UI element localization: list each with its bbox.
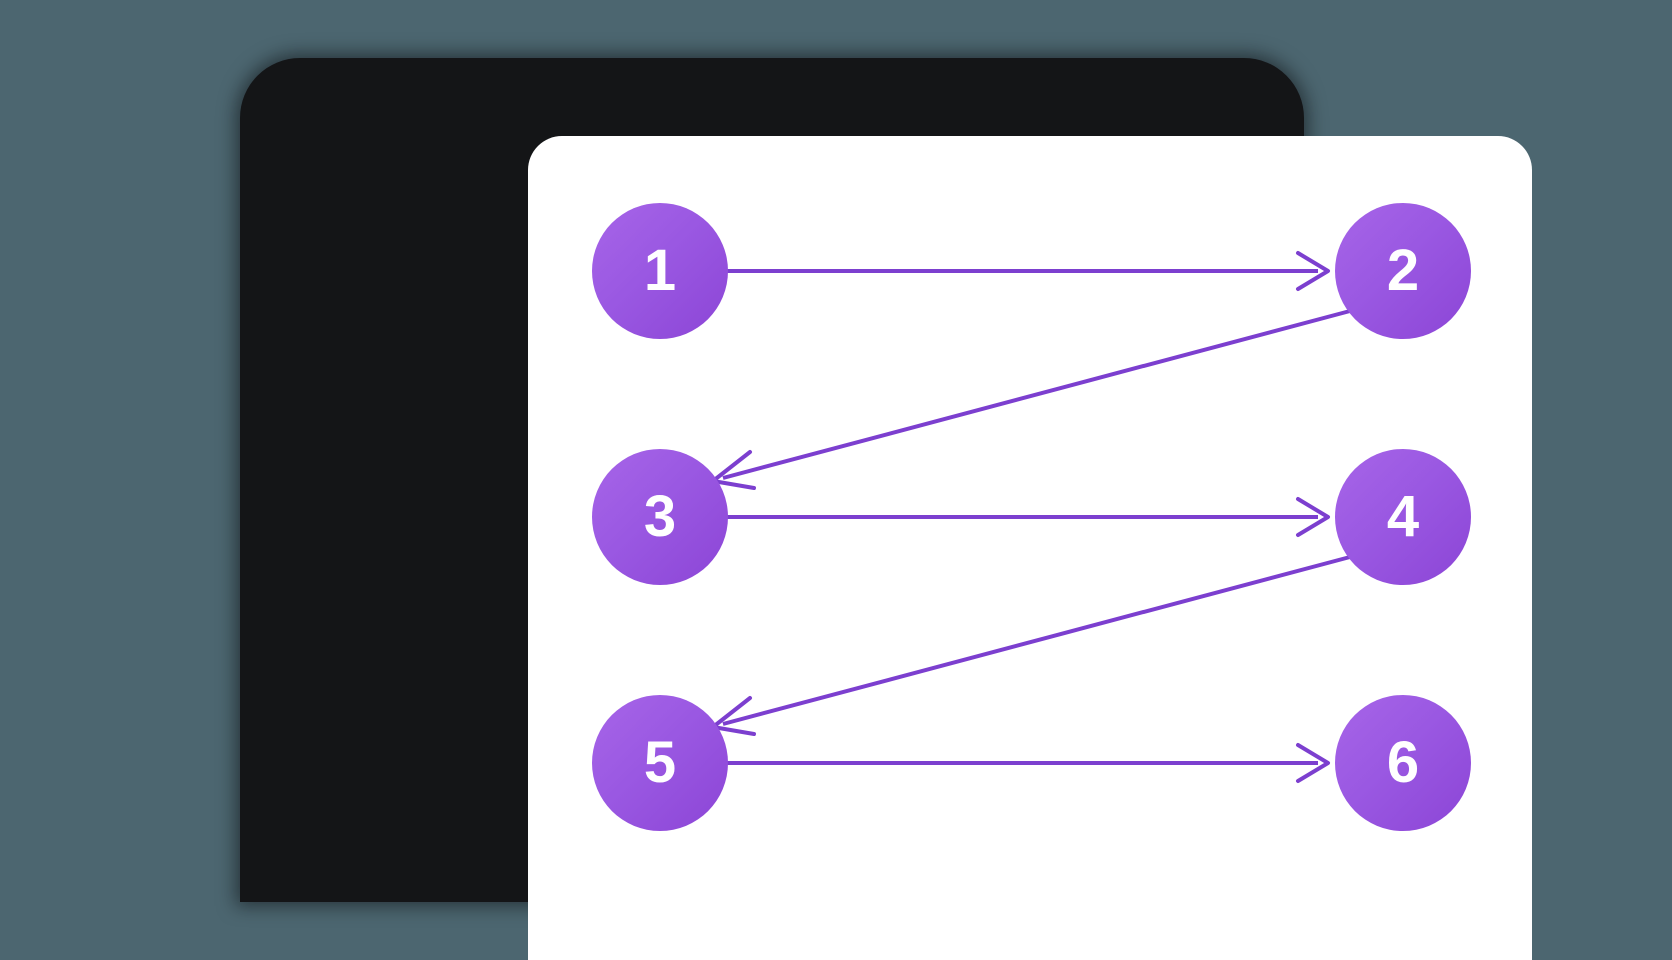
diagram-node-6-label: 6 — [1386, 730, 1420, 795]
diagram-node-2[interactable]: 2 — [1335, 203, 1471, 339]
diagram-node-4-label: 4 — [1386, 484, 1420, 549]
edge-3-to-4[interactable] — [712, 497, 1330, 537]
screenshot-stage: 1 2 3 4 5 6 — [240, 58, 1532, 960]
edge-1-to-2[interactable] — [712, 251, 1330, 291]
edge-4-to-5[interactable] — [711, 555, 1351, 736]
diagram-canvas — [711, 251, 1351, 783]
diagram-node-1[interactable]: 1 — [592, 203, 728, 339]
edge-layer — [711, 251, 1351, 783]
diagram-node-2-label: 2 — [1386, 238, 1420, 303]
edge-3-to-4-arrowhead — [1296, 497, 1330, 537]
edge-5-to-6-arrowhead — [1296, 743, 1330, 783]
edge-2-to-3[interactable] — [711, 309, 1351, 490]
diagram-node-3[interactable]: 3 — [592, 449, 728, 585]
diagram-node-6[interactable]: 6 — [1335, 695, 1471, 831]
tablet-device-frame: 1 2 3 4 5 6 — [240, 58, 1532, 960]
diagram-node-4[interactable]: 4 — [1335, 449, 1471, 585]
edge-2-to-3-line — [722, 309, 1351, 480]
diagram-node-1-label: 1 — [643, 238, 677, 303]
diagram-node-5-label: 5 — [643, 730, 677, 795]
tablet-screen: 1 2 3 4 5 6 — [528, 136, 1532, 960]
diagram-node-5[interactable]: 5 — [592, 695, 728, 831]
edge-1-to-2-arrowhead — [1296, 251, 1330, 291]
edge-4-to-5-line — [722, 555, 1351, 726]
edge-5-to-6[interactable] — [712, 743, 1330, 783]
diagram-node-3-label: 3 — [643, 484, 677, 549]
